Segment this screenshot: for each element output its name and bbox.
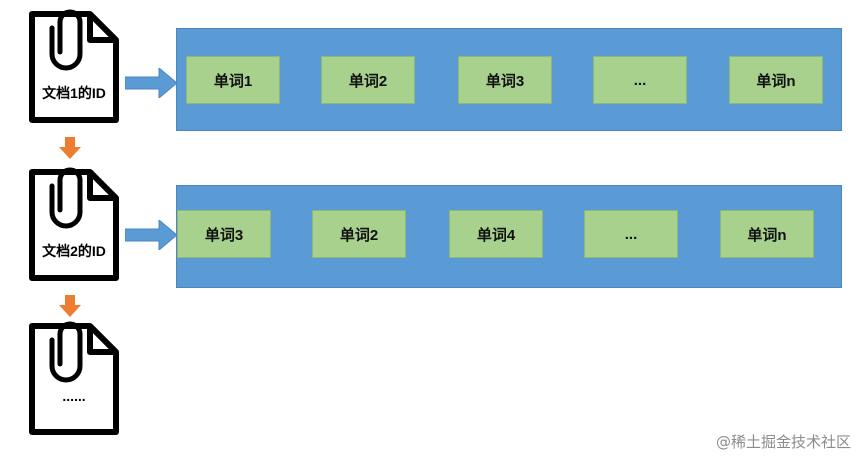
right-arrow-icon xyxy=(125,68,177,98)
document-label: 文档2的ID xyxy=(42,243,106,259)
word-box: 单词2 xyxy=(312,210,406,258)
word-box: 单词3 xyxy=(458,56,552,104)
document-label: 文档1的ID xyxy=(42,85,106,101)
word-box: ... xyxy=(584,210,678,258)
word-box: 单词2 xyxy=(321,56,415,104)
document-paperclip-icon xyxy=(29,9,119,123)
word-box: 单词3 xyxy=(177,210,271,258)
document-paperclip-icon xyxy=(29,167,119,281)
document-3: ...... xyxy=(24,320,124,438)
word-box: 单词n xyxy=(729,56,823,104)
document-paperclip-icon xyxy=(29,321,119,435)
document-label: ...... xyxy=(62,388,86,404)
right-arrow-icon xyxy=(125,220,177,250)
document-1: 文档1的ID xyxy=(24,8,124,126)
watermark: @稀土掘金技术社区 xyxy=(715,433,851,451)
word-box: ... xyxy=(593,56,687,104)
word-list-row-1: 单词1 单词2 单词3 ... 单词n xyxy=(176,28,842,131)
document-2: 文档2的ID xyxy=(24,166,124,284)
word-list-row-2: 单词3 单词2 单词4 ... 单词n xyxy=(176,185,842,288)
word-box: 单词n xyxy=(720,210,814,258)
word-box: 单词1 xyxy=(186,56,280,104)
word-box: 单词4 xyxy=(449,210,543,258)
down-arrow-icon xyxy=(59,137,81,159)
down-arrow-icon xyxy=(59,295,81,317)
